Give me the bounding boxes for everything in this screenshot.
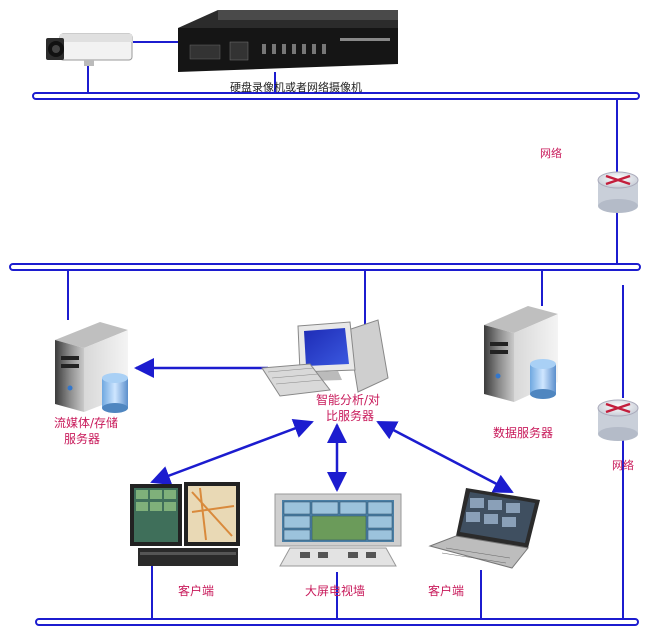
client-left-label: 客户端 [178,584,215,598]
connection-lines [67,41,624,619]
bottom-bus [35,618,639,626]
server-tower-icon [55,322,128,413]
dvr-recorder-icon [178,10,398,72]
arrow-to-client-left [150,418,314,486]
middle-bus [9,263,641,271]
router-icon [597,171,639,213]
laptop-icon [428,488,540,569]
network-label-top: 网络 [540,147,562,160]
router-icon [597,399,639,441]
video-wall-icon [274,493,402,567]
stream-server-label-2: 服务器 [64,432,101,446]
client-right-label: 客户端 [428,584,465,598]
network-buses [9,92,641,626]
monitor-stack-icon [130,482,240,566]
server-tower-icon [484,306,558,402]
cctv-camera-icon [46,33,133,66]
tv-wall-label: 大屏电视墙 [305,584,366,598]
data-flow-arrows [134,358,514,494]
analysis-server-label-1: 智能分析/对 [316,393,381,407]
top-bus [32,92,640,100]
network-label-side: 网络 [612,459,634,472]
database-server-label: 数据服务器 [493,426,554,440]
desktop-computer-icon [261,319,389,397]
stream-server-label-1: 流媒体/存储 [54,416,119,430]
analysis-server-label-2: 比服务器 [326,409,375,423]
dvr-label: 硬盘录像机或者网络摄像机 [230,81,362,94]
arrow-to-client-right [376,420,514,494]
